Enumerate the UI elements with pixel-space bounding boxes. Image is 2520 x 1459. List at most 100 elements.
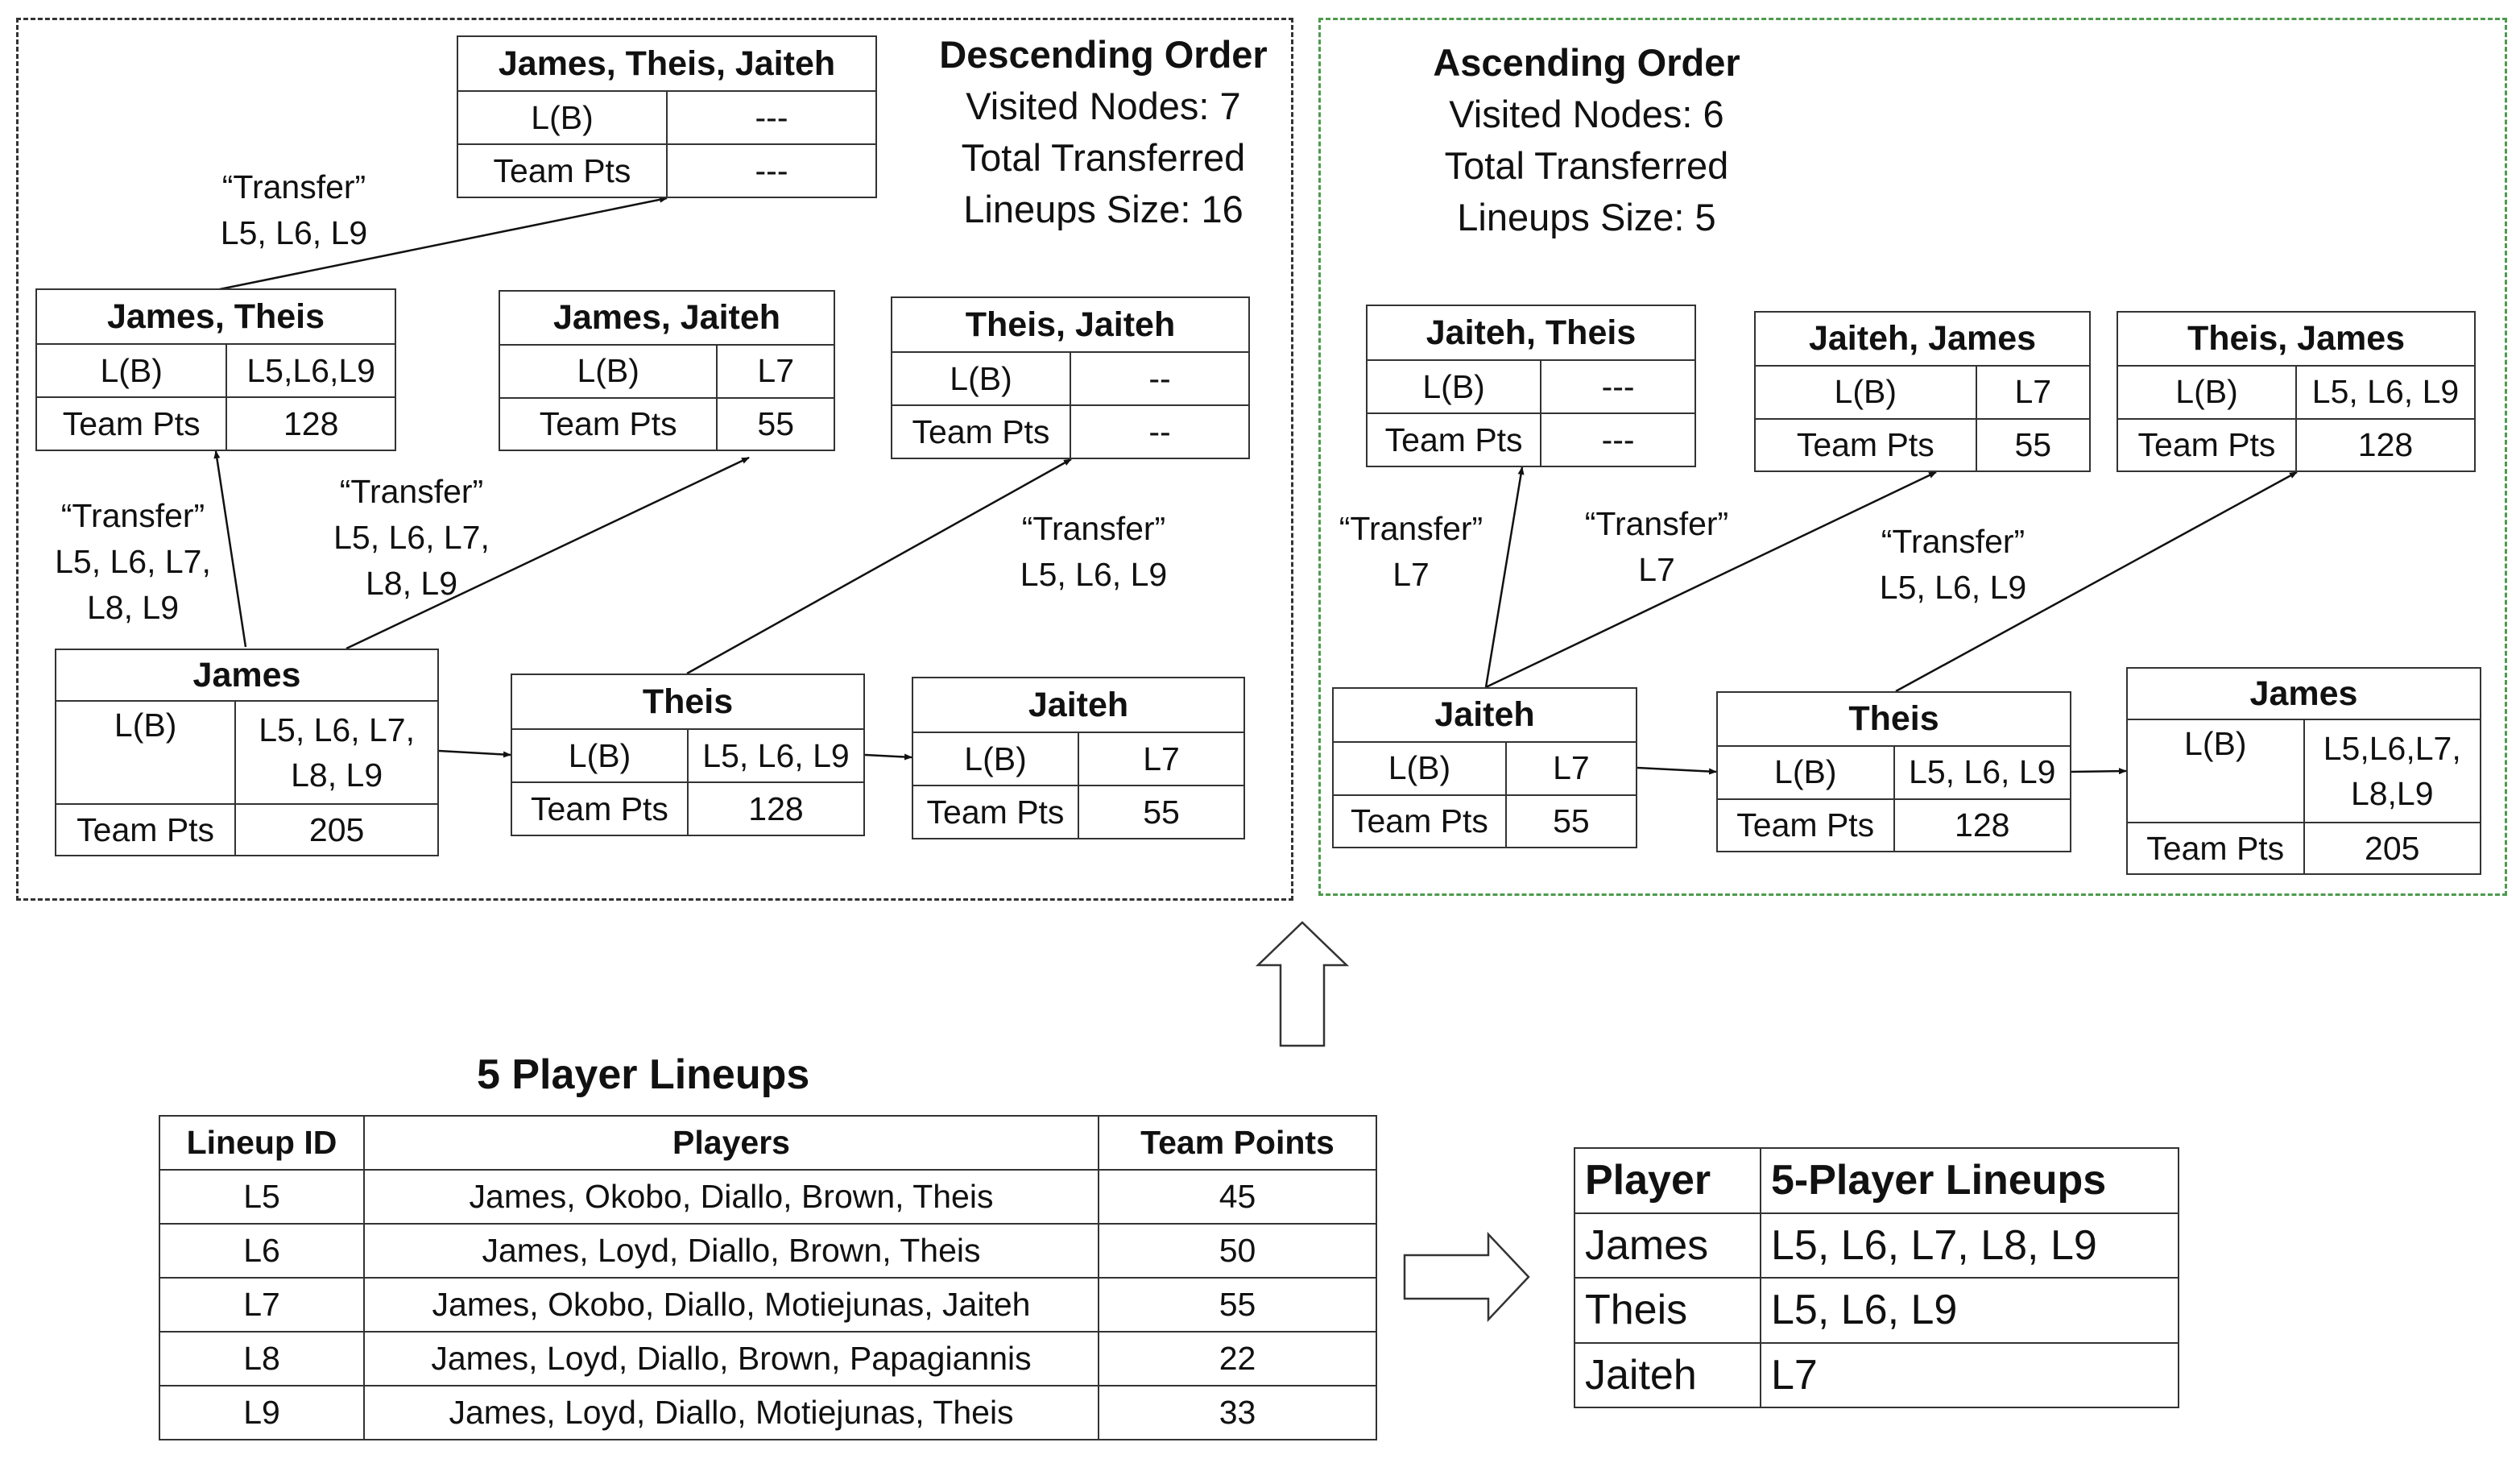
lineup-players: James, Okobo, Diallo, Motiejunas, Jaiteh [363, 1277, 1099, 1333]
lineup-id: L9 [159, 1385, 365, 1440]
transfer-word: “Transfer” [1584, 505, 1729, 542]
player-lineups: L5, L6, L7, L8, L9 [1760, 1212, 2179, 1279]
lb-value: --- [1540, 359, 1696, 414]
lb-value: L5, L6, L9 [687, 728, 865, 783]
edge-jaiteh-to-jaiteh-james [1485, 470, 1937, 689]
node-name: James, Theis [35, 288, 396, 345]
lineup-players: James, Loyd, Diallo, Motiejunas, Theis [363, 1385, 1099, 1440]
transfer-word: “Transfer” [60, 497, 205, 534]
transfer-label-to-triple: “Transfer” L5, L6, L9 [201, 164, 387, 256]
lb-value: -- [1070, 351, 1250, 406]
right-arrow [1403, 1231, 1530, 1323]
lineup-id: L8 [159, 1331, 365, 1386]
lineup-players: James, Loyd, Diallo, Brown, Theis [363, 1223, 1099, 1279]
lb-label: L(B) [2117, 365, 2297, 420]
transfer-lineups: L5, L6, L9 [1020, 556, 1168, 593]
pts-value: --- [1540, 412, 1696, 467]
pts-label: Team Pts [891, 404, 1071, 459]
pts-value: 128 [226, 396, 396, 451]
lb-label: L(B) [457, 90, 668, 145]
lb-value: L5, L6, L9 [2295, 365, 2476, 420]
pts-label: Team Pts [54, 803, 237, 856]
node-name: James, Jaiteh [499, 289, 835, 346]
lb-label: L(B) [2126, 719, 2305, 823]
edge-james-to-james-jaiteh [346, 456, 750, 650]
table-row: L8 James, Loyd, Diallo, Brown, Papagiann… [159, 1331, 1377, 1386]
descending-total-transferred: Total Transferred [961, 136, 1246, 179]
pts-value: 55 [1078, 785, 1245, 839]
player-name: Jaiteh [1574, 1341, 1761, 1408]
pts-value: 55 [1975, 417, 2092, 473]
table-row: L9 James, Loyd, Diallo, Motiejunas, Thei… [159, 1385, 1377, 1440]
pts-value: 205 [2303, 822, 2481, 875]
lineup-points: 33 [1098, 1385, 1377, 1440]
pts-value: 55 [716, 396, 835, 452]
edge-james-theis-to-triple [215, 196, 668, 292]
pts-label: Team Pts [912, 785, 1079, 839]
player-name: James [1574, 1212, 1761, 1279]
edge-theis-to-jaiteh [864, 753, 912, 761]
descending-order-panel [16, 18, 1293, 901]
lineup-players: James, Okobo, Diallo, Brown, Theis [363, 1169, 1099, 1225]
header-lineup-id: Lineup ID [159, 1115, 365, 1171]
table-row: James L5, L6, L7, L8, L9 [1574, 1212, 2179, 1279]
table-row: L7 James, Okobo, Diallo, Motiejunas, Jai… [159, 1277, 1377, 1333]
lineup-players: James, Loyd, Diallo, Brown, Papagiannis [363, 1331, 1099, 1386]
transfer-label-to-theis-jaiteh: “Transfer” L5, L6, L9 [1001, 506, 1186, 598]
transfer-word: “Transfer” [1881, 523, 2026, 560]
transfer-label-to-james-theis: “Transfer” L5, L6, L7, L8, L9 [40, 493, 226, 631]
pts-value: 128 [2295, 417, 2476, 473]
lineup-points: 45 [1098, 1169, 1377, 1225]
player-lineups: L7 [1760, 1341, 2179, 1408]
lb-value: L7 [1078, 732, 1245, 786]
pts-value: 205 [234, 803, 439, 856]
pts-value: 128 [687, 781, 865, 836]
lineups-table: Lineup ID Players Team Points L5 James, … [159, 1115, 1377, 1440]
lb-label: L(B) [35, 343, 228, 398]
pts-label: Team Pts [1754, 417, 1977, 473]
lb-label: L(B) [1716, 745, 1895, 800]
ascending-title: Ascending Order [1433, 41, 1740, 84]
lineup-id: L7 [159, 1277, 365, 1333]
node-name: Theis, James [2117, 310, 2476, 367]
transfer-lineups: L5, L6, L9 [1879, 569, 2027, 606]
node-name: James, Theis, Jaiteh [457, 35, 877, 92]
lb-value: L5, L6, L7, L8, L9 [234, 700, 439, 805]
descending-title: Descending Order [939, 33, 1268, 76]
pts-label: Team Pts [2126, 822, 2305, 875]
table-row: Theis L5, L6, L9 [1574, 1277, 2179, 1344]
node-jaiteh-theis: Jaiteh, Theis L(B)--- Team Pts--- [1365, 305, 1696, 467]
lb-label: L(B) [511, 728, 689, 783]
edge-theis-to-theis-james [1895, 470, 2298, 693]
transfer-word: “Transfer” [339, 473, 484, 510]
lb-value: L7 [1975, 365, 2092, 420]
table-row: L6 James, Loyd, Diallo, Brown, Theis 50 [159, 1223, 1377, 1279]
table-row: L5 James, Okobo, Diallo, Brown, Theis 45 [159, 1169, 1377, 1225]
ascending-visited-nodes: Visited Nodes: 6 [1449, 93, 1724, 135]
pts-label: Team Pts [498, 396, 718, 452]
header-5-player-lineups: 5-Player Lineups [1760, 1147, 2179, 1214]
player-name: Theis [1574, 1277, 1761, 1344]
node-name: Jaiteh [912, 677, 1245, 733]
lb-value: --- [666, 90, 877, 145]
lb-value: L5,L6,L7, L8,L9 [2303, 719, 2481, 823]
lb-value: L7 [716, 344, 835, 399]
player-lineups-table: Player 5-Player Lineups James L5, L6, L7… [1574, 1147, 2179, 1408]
lb-value: L5, L6, L9 [1893, 745, 2071, 800]
pts-label: Team Pts [1365, 412, 1542, 467]
node-james-theis-jaiteh: James, Theis, Jaiteh L(B)--- Team Pts--- [457, 35, 877, 198]
transfer-lineups: L7 [1638, 551, 1675, 588]
descending-stats: Descending Order Visited Nodes: 7 Total … [918, 29, 1289, 235]
ascending-lineups-size: Lineups Size: 5 [1457, 196, 1716, 238]
lineup-id: L5 [159, 1169, 365, 1225]
lineup-id: L6 [159, 1223, 365, 1279]
node-name: Theis [511, 674, 865, 730]
